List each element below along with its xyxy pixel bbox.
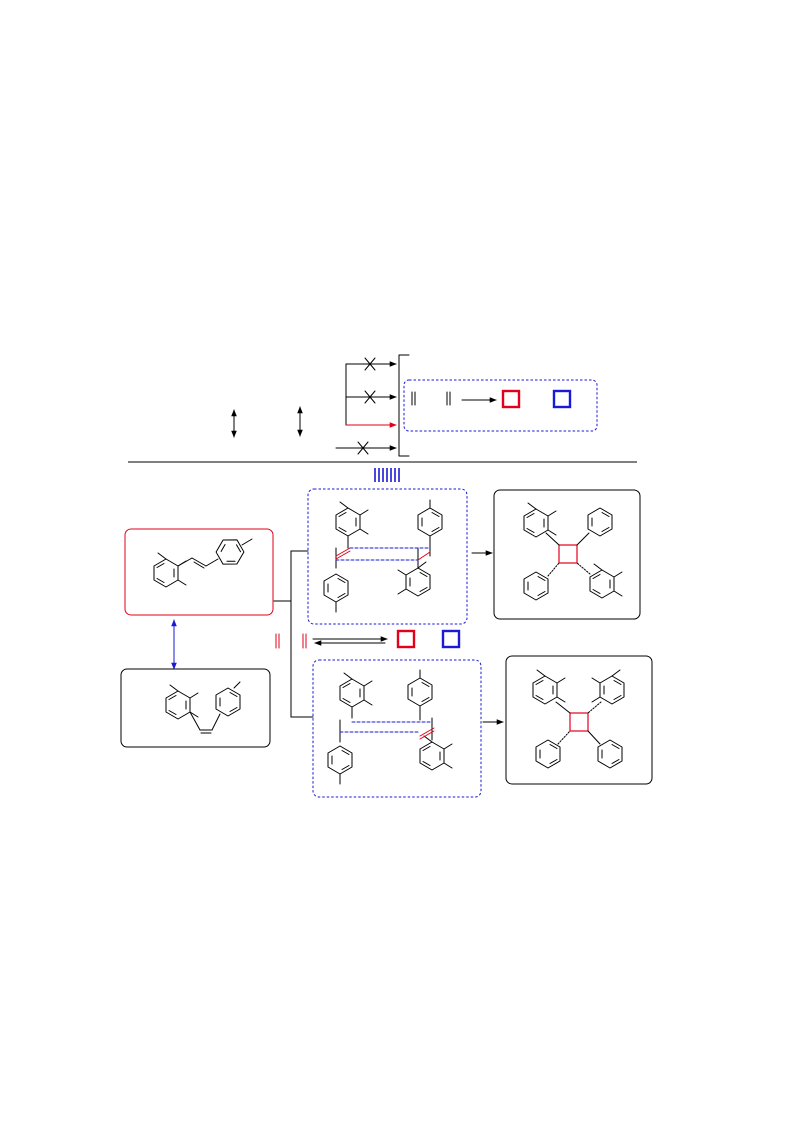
cyclobutane-square-icon xyxy=(552,389,572,409)
upper-alignment-box xyxy=(307,488,468,625)
cyclobutane-dimer-molecule xyxy=(532,669,625,769)
blocked-arrow-icon xyxy=(357,441,369,455)
blocked-arrow-icon xyxy=(364,390,376,404)
stilbene-molecule xyxy=(165,681,241,734)
cyclobutane-dimer-molecule xyxy=(523,502,623,601)
double-bond-icon xyxy=(302,633,307,649)
cyclobutane-square-icon xyxy=(441,629,461,649)
blocked-arrow-icon xyxy=(364,357,376,371)
double-bond-icon xyxy=(411,391,416,406)
equilibrium-arrow-icon xyxy=(312,636,388,646)
blue-bar-pattern xyxy=(374,468,400,482)
lower-product-box xyxy=(505,655,653,785)
branch-lines xyxy=(273,550,314,718)
branching-arrows xyxy=(335,354,410,457)
top-dashed-box xyxy=(403,379,598,432)
double-bond-icon xyxy=(446,391,451,406)
double-bond-icon xyxy=(275,633,280,649)
cyclobutane-square-icon xyxy=(396,629,416,649)
upper-product-box xyxy=(493,489,641,620)
top-scheme xyxy=(231,354,598,457)
stilbene-molecule xyxy=(153,533,253,588)
trans-stilbene-box xyxy=(124,528,274,616)
lower-alignment-box xyxy=(312,659,482,798)
cyclobutane-square-icon xyxy=(501,389,521,409)
cis-stilbene-box xyxy=(120,668,271,748)
